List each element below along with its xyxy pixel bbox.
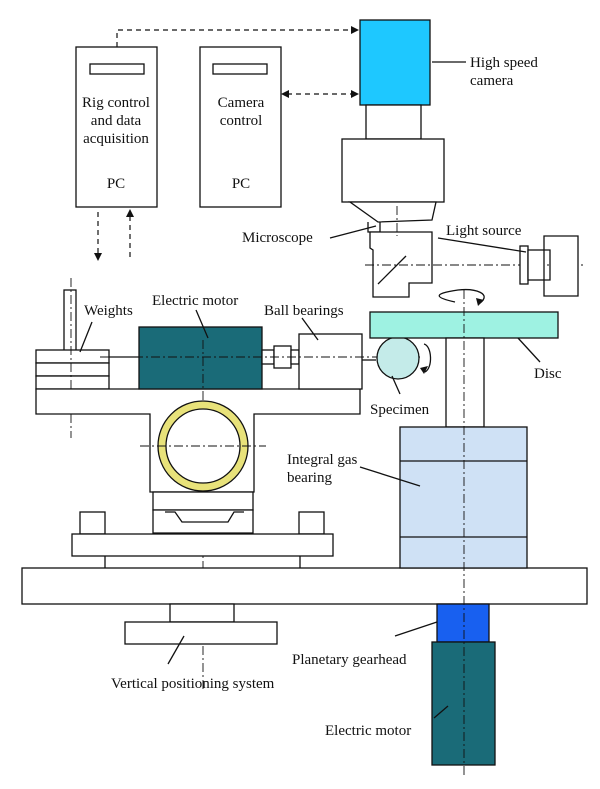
high-speed-camera <box>359 19 431 106</box>
label-electric-motor-top: Electric motor <box>152 293 238 309</box>
label-vertical-positioning: Vertical positioning system <box>111 676 275 692</box>
specimen <box>376 336 420 380</box>
camera-adapter <box>365 104 422 140</box>
specimen-rotation-arrow <box>423 343 432 373</box>
label-disc: Disc <box>534 366 562 382</box>
label-electric-motor-bottom: Electric motor <box>325 723 411 739</box>
electric-motor-horizontal <box>138 326 263 390</box>
label-weights: Weights <box>84 303 133 319</box>
pc-rig-control-sub: PC <box>107 176 125 192</box>
planetary-gearhead <box>436 603 490 643</box>
label-specimen: Specimen <box>370 402 430 418</box>
electric-motor-vertical <box>431 641 496 766</box>
disc-rotation-arrow <box>438 288 485 304</box>
signal-lines <box>94 26 359 261</box>
spindle <box>445 337 485 428</box>
label-planetary-gearhead: Planetary gearhead <box>292 652 407 668</box>
light-source <box>519 235 579 297</box>
label-microscope: Microscope <box>242 230 313 246</box>
ball-bearings <box>298 333 363 390</box>
weights <box>35 289 110 390</box>
base-plate <box>71 511 334 568</box>
main-bench <box>21 567 588 605</box>
tilt-bracket <box>152 491 254 534</box>
label-ball-bearings: Ball bearings <box>264 303 344 319</box>
pc-camera-control-sub: PC <box>232 176 250 192</box>
microscope <box>341 138 445 298</box>
vertical-positioning-system <box>124 603 278 645</box>
leader-lines <box>79 61 541 719</box>
label-light-source: Light source <box>446 223 522 239</box>
integral-gas-bearing <box>399 426 528 569</box>
